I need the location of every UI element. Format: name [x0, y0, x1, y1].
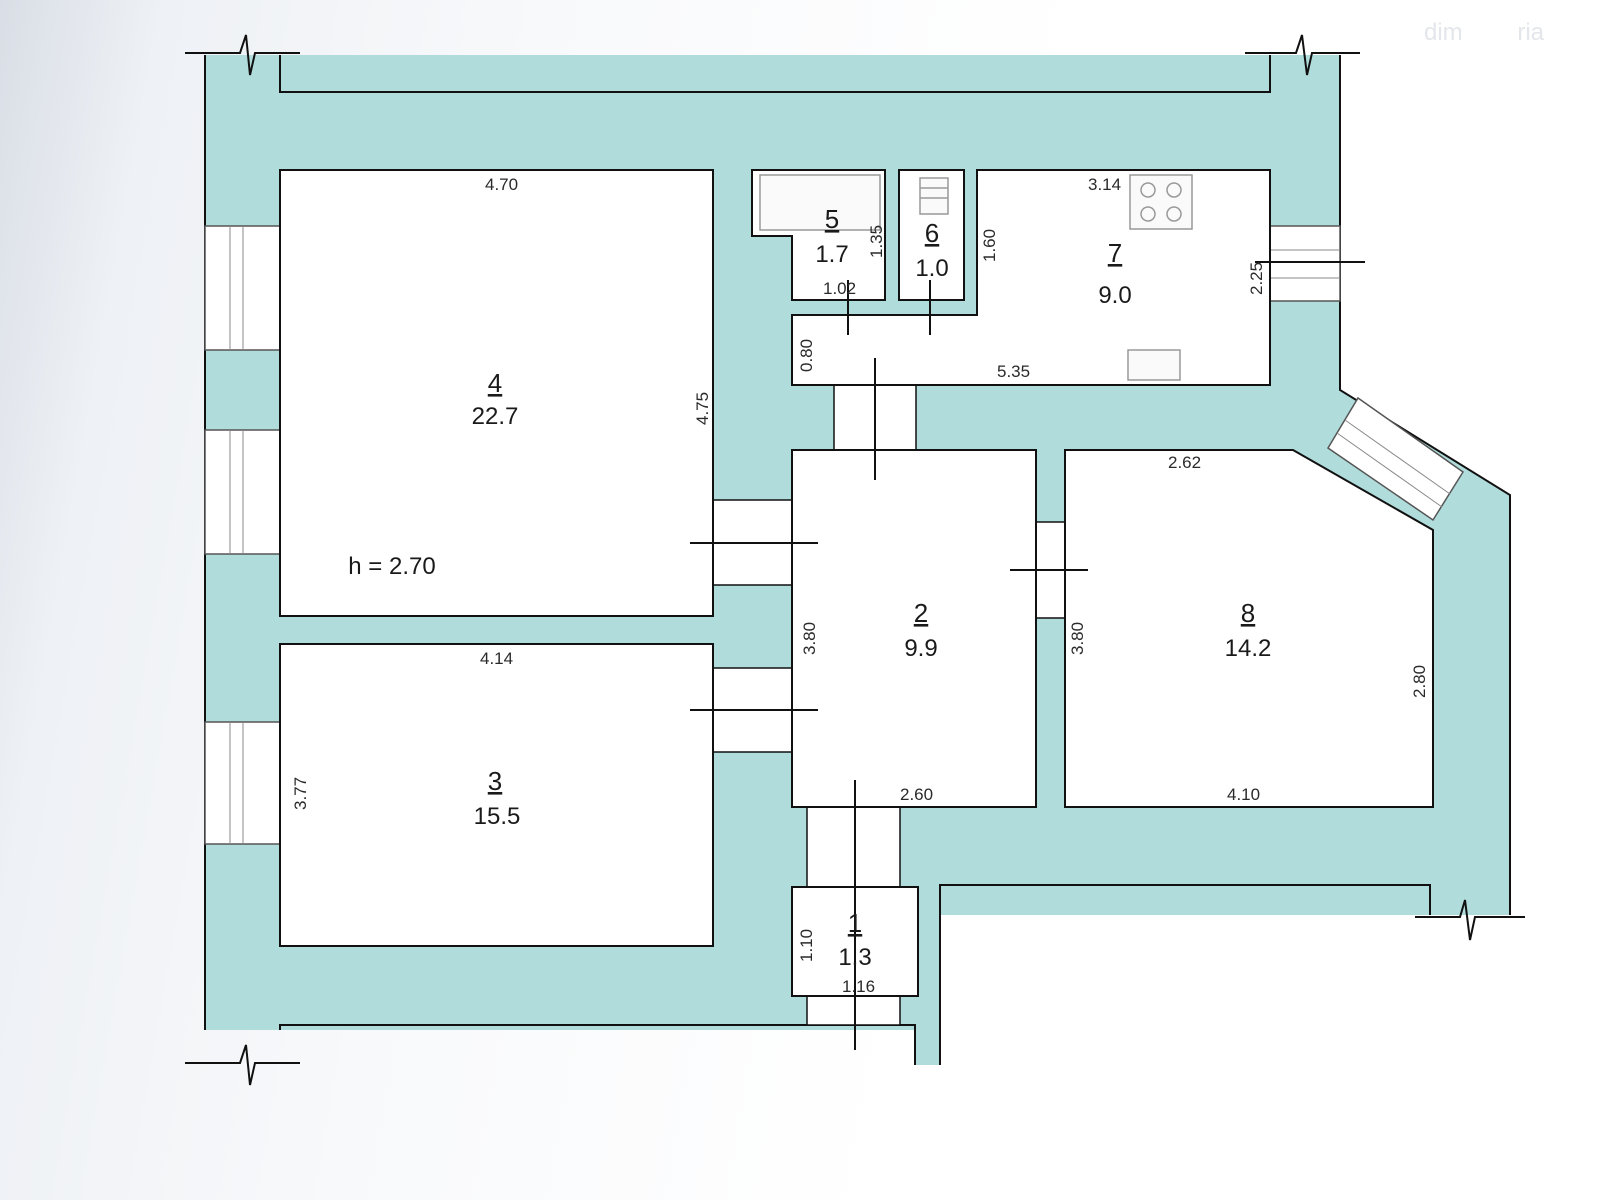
ceiling-height-label: h = 2.70	[348, 553, 435, 580]
room-labels: 4 22.7 3 15.5 2 9.9 8 14.2 1 1.3 7 9.0 5…	[348, 204, 1271, 971]
room-5-area: 1.7	[815, 241, 848, 268]
dim-r7-left: 1.60	[980, 229, 999, 262]
dimension-ticks	[690, 261, 1365, 1050]
sink-icon	[1127, 349, 1181, 381]
room-3-area: 15.5	[474, 803, 521, 830]
dim-r8-left: 3.80	[1068, 622, 1087, 655]
room-2-area: 9.9	[904, 635, 937, 662]
room-8-area: 14.2	[1225, 635, 1272, 662]
room-7-area: 9.0	[1098, 282, 1131, 309]
room-3	[279, 643, 714, 947]
dim-corridor-bottom: 5.35	[997, 362, 1030, 381]
dim-r8-top: 2.62	[1168, 453, 1201, 472]
dim-r1-bottom: 1.16	[842, 977, 875, 996]
dim-r2-left: 3.80	[800, 622, 819, 655]
dim-r5-right: 1.35	[867, 225, 886, 258]
room-7-number: 7	[1108, 238, 1122, 268]
dimension-labels: 4.70 4.75 4.14 3.77 1.35 1.02 3.14 1.60 …	[291, 175, 1429, 996]
room-2	[791, 449, 1037, 808]
room-8	[1064, 449, 1434, 808]
room-4	[279, 169, 714, 617]
dim-r7-right: 2.25	[1247, 262, 1266, 295]
dim-r1-left: 1.10	[797, 929, 816, 962]
room-6-number: 6	[925, 218, 939, 248]
dim-r4-top: 4.70	[485, 175, 518, 194]
dim-r7-top: 3.14	[1088, 175, 1121, 194]
dim-r4-right: 4.75	[693, 392, 712, 425]
room-4-area: 22.7	[472, 403, 519, 430]
dim-r2-bottom: 2.60	[900, 785, 933, 804]
dim-r3-top: 4.14	[480, 649, 513, 668]
dim-corridor-left: 0.80	[797, 339, 816, 372]
watermark-text-right: ria	[1517, 19, 1544, 46]
fixtures	[759, 174, 1193, 381]
dim-r3-left: 3.77	[291, 777, 310, 810]
watermark-text-left: dim	[1424, 19, 1463, 46]
watermark-logo: dim ria	[1414, 12, 1554, 54]
room-2-number: 2	[914, 598, 928, 628]
stove-icon	[1129, 174, 1193, 230]
room-4-number: 4	[488, 368, 502, 398]
dim-r5-bottom: 1.02	[823, 279, 856, 298]
bathtub-icon	[759, 174, 881, 231]
room-6-area: 1.0	[915, 255, 948, 282]
room-1-number: 1	[848, 908, 862, 938]
room-1-area: 1.3	[838, 944, 871, 971]
dim-r8-right: 2.80	[1410, 665, 1429, 698]
room-5-number: 5	[825, 204, 839, 234]
dim-r8-bottom: 4.10	[1227, 785, 1260, 804]
outer-wall-lines	[185, 34, 1525, 1086]
toilet-icon	[919, 177, 949, 215]
window-sashes	[229, 226, 1451, 844]
room-3-number: 3	[488, 766, 502, 796]
room-8-number: 8	[1241, 598, 1255, 628]
